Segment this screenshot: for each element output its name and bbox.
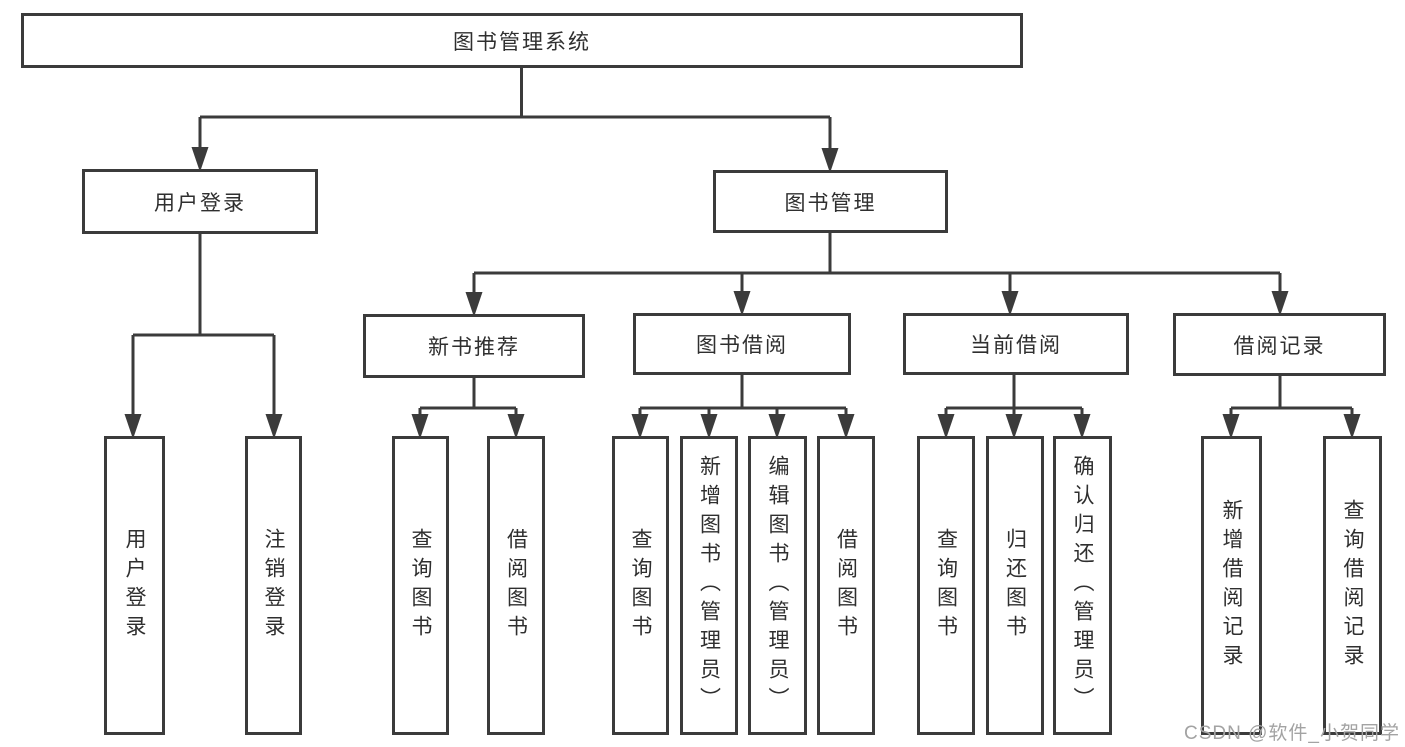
leaf-current-confirm-return-admin: 确认归还（管理员） (1053, 436, 1112, 735)
leaf-borrow-query-books: 查询图书 (612, 436, 669, 735)
leaf-borrow-edit-books-admin: 编辑图书（管理员） (748, 436, 807, 735)
watermark: CSDN @软件_小贺同学 (1184, 723, 1400, 744)
leaf-newrec-borrow-books: 借阅图书 (487, 436, 545, 735)
leaf-current-return-books: 归还图书 (986, 436, 1044, 735)
leaf-records-query-record: 查询借阅记录 (1323, 436, 1382, 735)
node-borrow-records: 借阅记录 (1173, 313, 1386, 376)
leaf-logout: 注销登录 (245, 436, 302, 735)
leaf-user-login: 用户登录 (104, 436, 165, 735)
node-book-borrow: 图书借阅 (633, 313, 851, 375)
leaf-borrow-add-books-admin: 新增图书（管理员） (680, 436, 738, 735)
leaf-borrow-borrow-books: 借阅图书 (817, 436, 875, 735)
node-user-login: 用户登录 (82, 169, 318, 234)
leaf-newrec-query-books: 查询图书 (392, 436, 449, 735)
leaf-records-add-record: 新增借阅记录 (1201, 436, 1262, 735)
leaf-current-query-books: 查询图书 (917, 436, 975, 735)
node-book-management: 图书管理 (713, 170, 948, 233)
node-new-book-recommend: 新书推荐 (363, 314, 585, 378)
node-system-root: 图书管理系统 (21, 13, 1023, 68)
node-current-borrow: 当前借阅 (903, 313, 1129, 375)
